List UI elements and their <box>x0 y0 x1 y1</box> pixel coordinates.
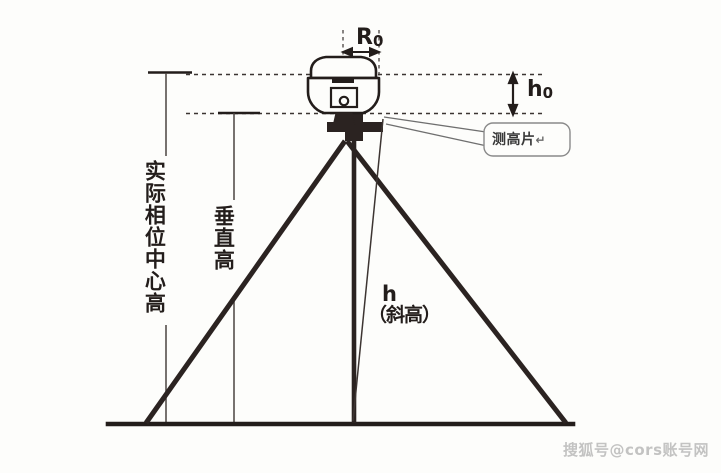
slant-height-line <box>352 118 384 422</box>
receiver-neck <box>332 112 356 127</box>
callout-leader-upper <box>383 116 487 133</box>
label-measurement-plate-callout: 测高片↵ <box>492 133 546 147</box>
gnss-receiver <box>306 55 381 127</box>
label-actual-phase-center-height: 实际相位中心高 <box>142 160 167 314</box>
h0-arrow-head-top <box>507 70 519 85</box>
vertical-height-dimension <box>218 111 260 424</box>
watermark: 搜狐号@cors账号网 <box>562 441 709 459</box>
tripod-head-bar <box>327 122 383 132</box>
label-antenna-offset: h0 <box>527 79 553 101</box>
r0-arrow-head-right <box>369 46 382 58</box>
r0-construction-lines <box>342 30 380 80</box>
label-slant-height-name: （斜高） <box>368 304 441 326</box>
callout-leader <box>383 116 488 147</box>
label-antenna-offset-subscript: 0 <box>542 84 554 102</box>
receiver-button-icon <box>338 95 350 107</box>
label-antenna-radius: R0 <box>356 27 383 49</box>
label-vertical-height: 垂直高 <box>211 205 236 271</box>
callout-return-symbol: ↵ <box>535 133 547 147</box>
h0-arrow-head-bottom <box>507 103 519 118</box>
receiver-upper-shell <box>309 55 378 80</box>
receiver-center-tick <box>332 79 354 83</box>
tripod-leg-right <box>345 139 568 425</box>
h0-dimension <box>507 70 519 118</box>
r0-arrow-head-left <box>340 46 353 58</box>
r0-dimension <box>340 46 382 58</box>
label-antenna-radius-subscript: 0 <box>372 32 384 50</box>
label-slant-height-symbol: h <box>382 282 397 306</box>
label-antenna-radius-symbol: R <box>356 25 373 50</box>
actual-phase-center-height-dimension <box>148 71 192 424</box>
callout-bubble <box>483 122 571 157</box>
callout-text: 测高片 <box>492 132 536 148</box>
label-antenna-offset-symbol: h <box>527 77 543 102</box>
callout-leader-lower <box>385 123 488 147</box>
tripod-leg-left <box>143 139 348 425</box>
tripod-legs <box>143 139 568 425</box>
